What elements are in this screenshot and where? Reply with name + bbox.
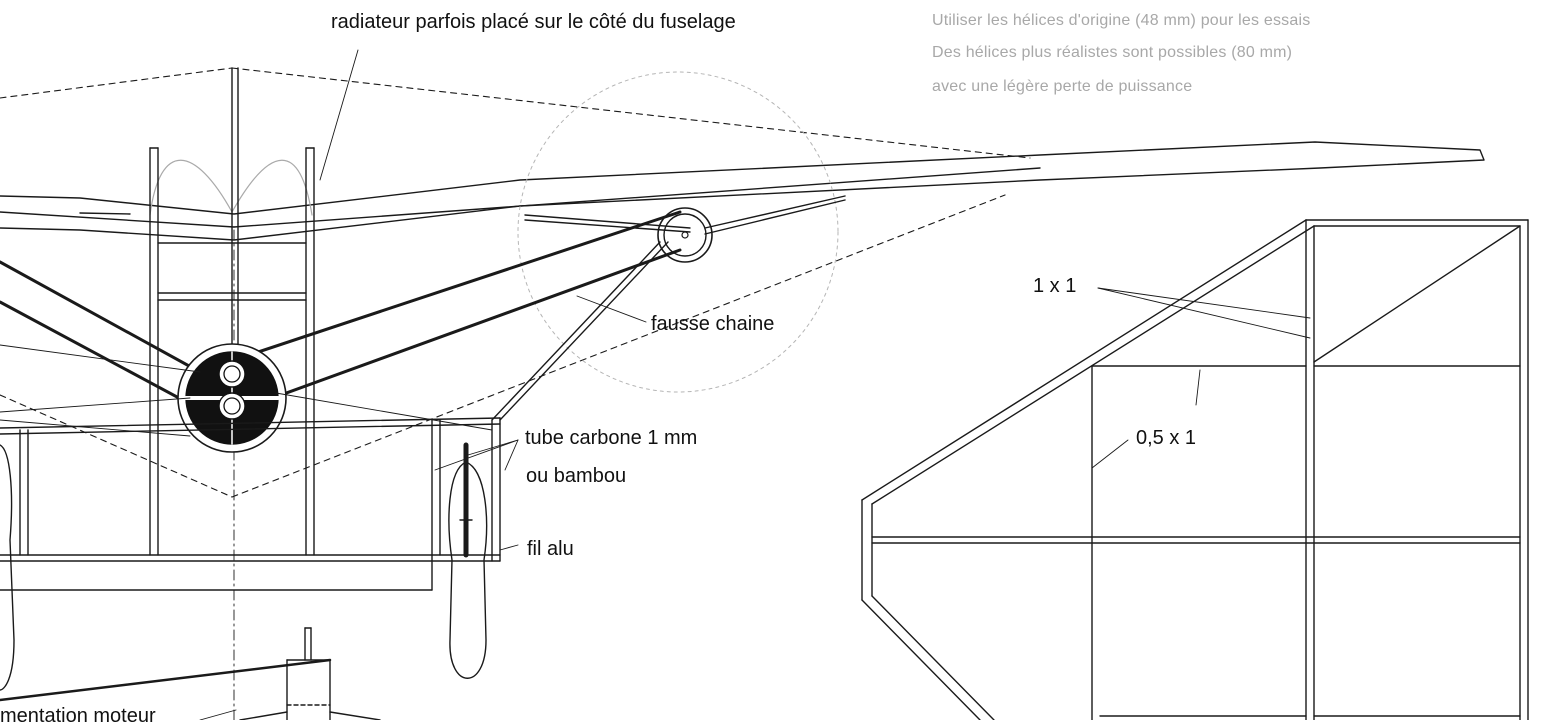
dashed-fuselage-outline xyxy=(0,194,1006,498)
landing-wheel-right xyxy=(448,442,488,679)
landing-gear-frame xyxy=(0,417,501,591)
rigging-lines xyxy=(0,344,493,437)
propeller-disk xyxy=(517,71,839,393)
bamboo-label: ou bambou xyxy=(526,465,627,487)
dashed-wing-outline xyxy=(0,67,1031,159)
radiator-label: radiateur parfois placé sur le côté du f… xyxy=(331,11,736,33)
motor-power-label: mentation moteur xyxy=(0,705,156,727)
note-line-2: Des hélices plus réalistes sont possible… xyxy=(932,44,1293,61)
leader-lines xyxy=(199,49,1311,720)
radiator-wires xyxy=(149,159,313,216)
wing-struts xyxy=(491,195,846,421)
carbon-tube-label: tube carbone 1 mm xyxy=(525,427,698,449)
tail-surface xyxy=(861,219,1529,720)
chain-pulley xyxy=(657,207,713,263)
note-line-1: Utiliser les hélices d'origine (48 mm) p… xyxy=(932,12,1311,29)
chain-belts xyxy=(0,210,682,414)
fake-chain-label: fausse chaine xyxy=(651,313,775,335)
cabane-struts xyxy=(149,67,315,556)
motor-mount xyxy=(0,627,381,720)
engine-disk xyxy=(177,343,287,453)
wing xyxy=(0,141,1485,241)
landing-wheel-left xyxy=(0,444,15,691)
dimension-1x1-label: 1 x 1 xyxy=(1033,275,1077,297)
note-line-3: avec une légère perte de puissance xyxy=(932,78,1193,95)
dimension-0-5x1-label: 0,5 x 1 xyxy=(1136,427,1197,449)
alu-wire-label: fil alu xyxy=(527,538,574,560)
